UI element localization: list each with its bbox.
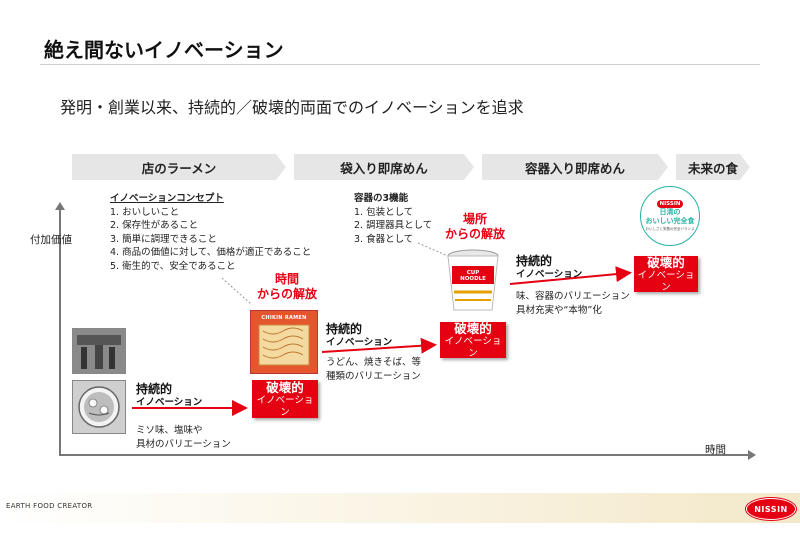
dashed-connector (417, 242, 449, 257)
footer-band (0, 493, 800, 523)
y-axis-arrowhead (55, 202, 65, 210)
list-item: 3. 簡単に調理できること (110, 233, 217, 245)
concept-block: イノベーションコンセプト 1. おいしいこと 2. 保存性があること 3. 簡単… (110, 192, 311, 273)
x-axis-label: 時間 (705, 444, 726, 456)
badge-line3: おいしさと栄養の完全バランス (645, 227, 695, 231)
page-subtitle: 発明・創業以来、持続的／破壊的両面でのイノベーションを追求 (60, 98, 524, 117)
dashed-connector (221, 277, 253, 306)
badge-line2: おいしい完全食 (645, 217, 695, 225)
list-item: 5. 衛生的で、安全であること (110, 260, 236, 272)
ramen-bowl-icon (73, 381, 125, 433)
complete-food-badge: NISSIN 日清の おいしい完全食 おいしさと栄養の完全バランス (640, 186, 700, 246)
y-axis-label: 付加価値 (30, 234, 72, 246)
sustaining-innovation-3: 持続的 イノベーション (516, 254, 583, 280)
badge-line1: 日清の (659, 208, 681, 216)
ramen-stall-photo (72, 328, 126, 374)
list-item: 3. 食器として (354, 233, 414, 245)
container-title: 容器の3機能 (354, 193, 409, 204)
red-arrow-3 (509, 266, 632, 285)
list-item: 1. おいしいこと (110, 206, 180, 218)
list-item: 4. 商品の価値に対して、価格が適正であること (110, 247, 312, 258)
badge-brand: NISSIN (656, 200, 684, 208)
liberation-from-time: 時間 からの解放 (256, 272, 317, 301)
title-divider (40, 64, 760, 65)
liberation-from-place: 場所 からの解放 (444, 212, 505, 241)
red-arrow-2 (321, 337, 437, 354)
list-item: 2. 調理器具として (354, 220, 433, 231)
footer-tagline: EARTH FOOD CREATOR (6, 502, 93, 510)
container-block: 容器の3機能 1. 包装として 2. 調理器具として 3. 食器として (354, 192, 432, 246)
stage-cup-instant: 容器入り即席めん (482, 154, 668, 180)
concept-title: イノベーションコンセプト (110, 193, 224, 204)
chicken-ramen-packet: CHIKIN RAMEN (250, 310, 318, 374)
stage-future-food: 未来の食 (676, 154, 750, 180)
cup-noodle-icon (447, 249, 499, 311)
sustaining-innovation-2: 持続的 イノベーション (326, 322, 393, 348)
cup-noodle-label: CUP NOODLE (460, 270, 486, 282)
cup-noodle-product: CUP NOODLE (446, 248, 500, 312)
sustaining-innovation-1: 持続的 イノベーション (136, 382, 203, 408)
note-type-variations: うどん、焼きそば、等 種類のバリエーション (326, 357, 422, 382)
page-title: 絶え間ないイノベーション (44, 38, 284, 62)
nissin-logo: NISSIN (746, 498, 796, 520)
y-axis (59, 208, 61, 456)
stall-photo-icon (73, 329, 125, 373)
stage-bag-instant: 袋入り即席めん (294, 154, 474, 180)
note-cup-variations: 味、容器のバリエーション 具材充実や“本物”化 (516, 291, 630, 316)
note-flavor-variations: ミソ味、塩味や 具材のバリエーション (136, 425, 231, 450)
list-item: 2. 保存性があること (110, 220, 199, 231)
stage-shop-ramen: 店のラーメン (72, 154, 286, 180)
concept-list: 1. おいしいこと 2. 保存性があること 3. 簡単に調理できること 4. 商… (110, 206, 311, 274)
disruptive-innovation-3: 破壊的 イノベーション (634, 255, 698, 293)
disruptive-innovation-1: 破壊的 イノベーション (252, 380, 318, 418)
ramen-bowl-photo (72, 380, 126, 434)
noodle-block-icon (258, 324, 310, 366)
container-list: 1. 包装として 2. 調理器具として 3. 食器として (354, 206, 432, 247)
disruptive-innovation-2: 破壊的 イノベーション (440, 321, 506, 359)
packet-brand: CHIKIN RAMEN (261, 315, 307, 321)
x-axis-arrowhead (748, 450, 756, 460)
list-item: 1. 包装として (354, 206, 414, 218)
x-axis (59, 454, 749, 456)
